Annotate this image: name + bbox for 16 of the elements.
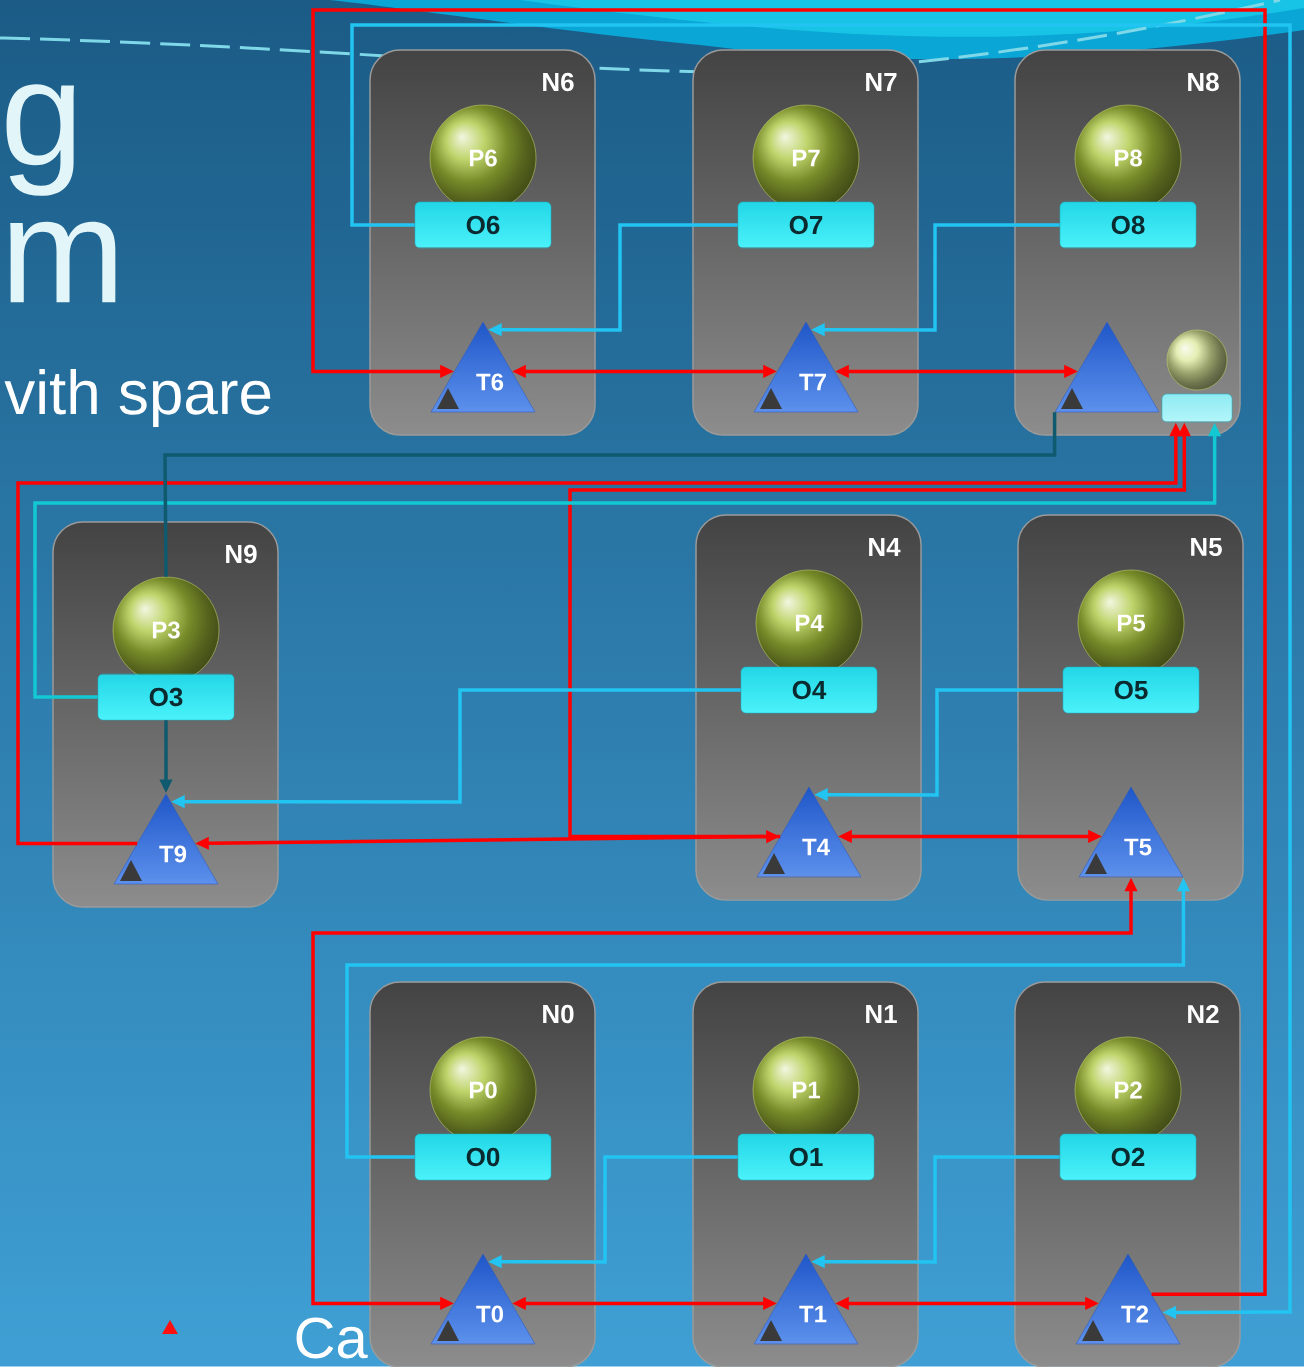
platform-bar: O7 <box>737 201 875 249</box>
heading-text: g <box>6 84 74 196</box>
platform-bar: O1 <box>737 1133 875 1181</box>
platform-bar: O6 <box>414 201 552 249</box>
platform-bar: O8 <box>1059 201 1197 249</box>
heading-text: m <box>10 221 116 303</box>
platform-bar: O0 <box>414 1133 552 1181</box>
platform-bar: O4 <box>740 666 878 714</box>
sphere <box>1166 329 1228 391</box>
platform-bar <box>1161 393 1233 423</box>
platform-bar: O5 <box>1062 666 1200 714</box>
connector-line <box>163 412 1057 577</box>
body-text: Ca <box>296 1317 368 1359</box>
platform-bar: O2 <box>1059 1133 1197 1181</box>
subheading-text: vith spare <box>4 369 271 427</box>
platform-bar: O3 <box>97 673 235 721</box>
